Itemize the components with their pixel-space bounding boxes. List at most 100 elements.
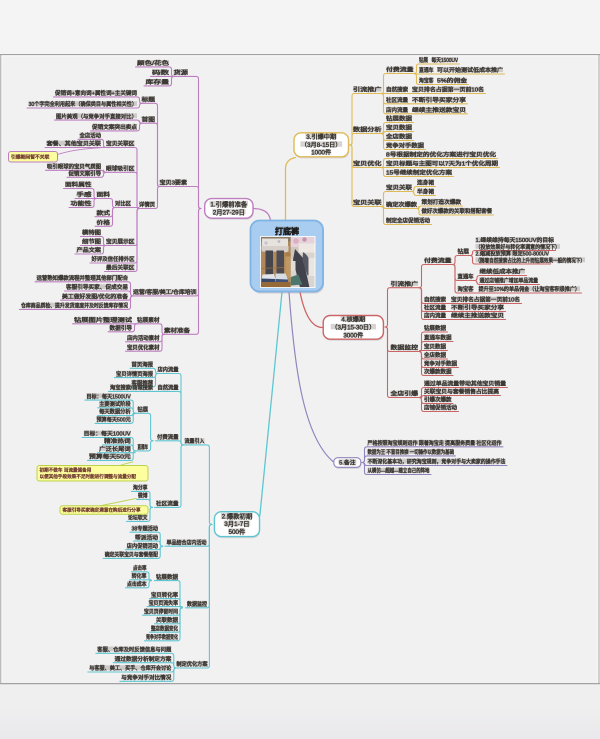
svg-text:每天1500UV: 每天1500UV <box>432 56 459 64</box>
svg-text:钻展: 钻展 <box>138 406 149 414</box>
svg-text:标题: 标题 <box>142 96 156 104</box>
svg-text:打底裤: 打底裤 <box>275 226 299 236</box>
svg-text:目标：每天100UV: 目标：每天100UV <box>84 430 131 438</box>
svg-text:论坛软文: 论坛软文 <box>128 514 148 522</box>
svg-text:素材准备: 素材准备 <box>164 327 190 335</box>
svg-text:店内促销活动: 店内促销活动 <box>127 542 159 550</box>
svg-text:套餐、其他宝贝关联: 套餐、其他宝贝关联 <box>47 140 102 148</box>
svg-text:数据为王 不盲目推崇 一切操作以数据为基础: 数据为王 不盲目推崇 一切操作以数据为基础 <box>368 448 455 456</box>
svg-text:产品文案: 产品文案 <box>77 246 102 254</box>
svg-text:点击成本: 点击成本 <box>127 580 147 588</box>
svg-text:店内流量: 店内流量 <box>424 312 446 320</box>
svg-text:继续主推送款宝贝: 继续主推送款宝贝 <box>451 312 504 320</box>
svg-text:3月1-7日: 3月1-7日 <box>224 520 249 528</box>
svg-text:运营熟知爆款流程并整理其他部门配合: 运营熟知爆款流程并整理其他部门配合 <box>37 274 129 282</box>
svg-text:全店引爆: 全店引爆 <box>391 390 419 398</box>
svg-text:运营/客服/美工/仓库培训: 运营/客服/美工/仓库培训 <box>133 288 197 296</box>
svg-text:3000件: 3000件 <box>343 331 363 339</box>
svg-text:4.核爆期: 4.核爆期 <box>341 316 365 324</box>
svg-text:竞争对手数据: 竞争对手数据 <box>386 142 424 150</box>
svg-text:广泛长尾词: 广泛长尾词 <box>99 445 131 453</box>
svg-text:数据监控: 数据监控 <box>391 344 419 352</box>
svg-text:好评及信任排外区: 好评及信任排外区 <box>92 255 135 263</box>
svg-text:钻展数据: 钻展数据 <box>386 115 412 123</box>
svg-text:不断引导买家分享: 不断引导买家分享 <box>412 96 466 104</box>
svg-text:店内活动素材: 店内活动素材 <box>127 334 160 342</box>
svg-text:钻展: 钻展 <box>419 56 428 64</box>
svg-text:店内流量: 店内流量 <box>386 106 408 114</box>
svg-text:不断深化基本功，研究淘宝规则，竞争对手与大卖家的操作手法: 不断深化基本功，研究淘宝规则，竞争对手与大卖家的操作手法 <box>368 458 506 466</box>
svg-text:转化率: 转化率 <box>132 572 147 580</box>
svg-text:策划打造次爆款: 策划打造次爆款 <box>422 198 462 206</box>
svg-text:模特图: 模特图 <box>82 229 101 237</box>
svg-text:细节图: 细节图 <box>82 238 101 246</box>
svg-text:半身裙: 半身裙 <box>417 188 434 196</box>
svg-text:款式: 款式 <box>97 209 111 217</box>
svg-text:1000件: 1000件 <box>311 149 331 157</box>
svg-text:宝贝数据: 宝贝数据 <box>424 343 446 351</box>
svg-text:直通车数据: 直通车数据 <box>424 334 452 342</box>
svg-text:与竞争对手对比情况: 与竞争对手对比情况 <box>121 674 171 682</box>
svg-text:促销词+意向词+属性词+主关键词: 促销词+意向词+属性词+主关键词 <box>55 89 137 97</box>
svg-text:从模仿—超越—建立自己的阵地: 从模仿—超越—建立自己的阵地 <box>368 467 430 475</box>
svg-text:每天数据分析: 每天数据分析 <box>99 408 131 416</box>
svg-text:8号根据制定的优化方案进行宝贝优化: 8号根据制定的优化方案进行宝贝优化 <box>386 151 496 159</box>
svg-text:引流推广: 引流推广 <box>391 280 419 288</box>
svg-text:主要测试阶段: 主要测试阶段 <box>99 400 131 408</box>
svg-text:1.引爆前准备: 1.引爆前准备 <box>210 200 247 209</box>
svg-text:钻展素材: 钻展素材 <box>137 316 160 324</box>
svg-text:钻展图片整理测试: 钻展图片整理测试 <box>74 316 133 324</box>
svg-text:宝贝页停留时间: 宝贝页停留时间 <box>144 607 178 615</box>
svg-text:5%的佣金: 5%的佣金 <box>437 77 467 85</box>
svg-text:数据分析: 数据分析 <box>353 126 382 134</box>
svg-text:全店数据: 全店数据 <box>386 133 412 141</box>
svg-text:宝贝数据: 宝贝数据 <box>386 124 412 132</box>
svg-text:钻展数据: 钻展数据 <box>156 573 178 581</box>
svg-text:通过数据分析制定方案: 通过数据分析制定方案 <box>115 655 172 663</box>
svg-text:淘宝客: 淘宝客 <box>419 77 434 85</box>
svg-text:制定优化方案: 制定优化方案 <box>176 660 208 668</box>
svg-text:付费流量: 付费流量 <box>424 257 452 265</box>
svg-text:点击率: 点击率 <box>133 564 147 572</box>
svg-text:次爆款数据: 次爆款数据 <box>424 368 452 376</box>
svg-text:客服推荐: 客服推荐 <box>132 379 154 387</box>
svg-text:仓库商品质检、提升发货速度并及时反馈库存情况: 仓库商品质检、提升发货速度并及时反馈库存情况 <box>21 302 128 310</box>
svg-text:手感: 手感 <box>77 191 93 199</box>
svg-text:库存量: 库存量 <box>146 78 170 86</box>
svg-text:严格按照淘宝规则运作 跟着淘宝走 提高服务质量 社区化运作: 严格按照淘宝规则运作 跟着淘宝走 提高服务质量 社区化运作 <box>368 439 502 447</box>
svg-text:首页海报: 首页海报 <box>132 361 154 369</box>
svg-text:钻展: 钻展 <box>458 248 470 256</box>
svg-text:店铺促销活动: 店铺促销活动 <box>424 404 457 412</box>
svg-text:通过单品流量带动其他宝贝销量: 通过单品流量带动其他宝贝销量 <box>424 380 506 388</box>
svg-text:直通车: 直通车 <box>138 443 149 451</box>
svg-text:关联宝贝与套餐销售占比提高: 关联宝贝与套餐销售占比提高 <box>424 388 499 396</box>
svg-text:（3月15-30日）: （3月15-30日） <box>331 325 375 332</box>
svg-text:初期不做车 当流量储备用: 初期不做车 当流量储备用 <box>40 467 92 474</box>
svg-text:精准热词: 精准热词 <box>104 437 131 445</box>
svg-text:1.继续维持每天1500UV的目标: 1.继续维持每天1500UV的目标 <box>476 236 555 244</box>
svg-text:宝贝页流失率: 宝贝页流失率 <box>149 599 179 607</box>
svg-text:付费流量: 付费流量 <box>157 433 179 441</box>
svg-text:店内流量: 店内流量 <box>158 366 179 374</box>
svg-text:3.引爆中期: 3.引爆中期 <box>306 133 336 141</box>
svg-text:2.缩减投放预算 限定500-800UV: 2.缩减投放预算 限定500-800UV <box>476 250 550 258</box>
svg-text:自然搜索: 自然搜索 <box>424 296 446 304</box>
svg-text:500件: 500件 <box>228 527 245 536</box>
svg-text:对比区: 对比区 <box>115 200 131 208</box>
svg-text:客服、仓库及时反馈信息与问题: 客服、仓库及时反馈信息与问题 <box>97 646 171 654</box>
svg-text:全店数据: 全店数据 <box>424 351 446 359</box>
svg-text:货源: 货源 <box>174 69 189 77</box>
svg-text:首图: 首图 <box>142 115 156 123</box>
svg-text:自然搜索: 自然搜索 <box>386 86 408 94</box>
svg-text:最后关联区: 最后关联区 <box>106 264 135 272</box>
svg-text:宝贝排名占据第一页前10名: 宝贝排名占据第一页前10名 <box>412 86 484 94</box>
svg-text:单品结合店内活动: 单品结合店内活动 <box>167 538 207 546</box>
svg-text:2月27-29日: 2月27-29日 <box>213 209 245 217</box>
svg-text:宝贝关联区: 宝贝关联区 <box>106 140 135 148</box>
svg-text:制定全店促销活动: 制定全店促销活动 <box>386 217 430 225</box>
svg-text:眼球吸引区: 眼球吸引区 <box>106 165 135 173</box>
svg-text:2.爆款初期: 2.爆款初期 <box>222 512 252 521</box>
svg-text:引流推广: 引流推广 <box>353 86 382 94</box>
svg-text:确定关联宝贝与套餐搭配: 确定关联宝贝与套餐搭配 <box>105 551 159 559</box>
svg-text:微博: 微博 <box>138 492 148 500</box>
